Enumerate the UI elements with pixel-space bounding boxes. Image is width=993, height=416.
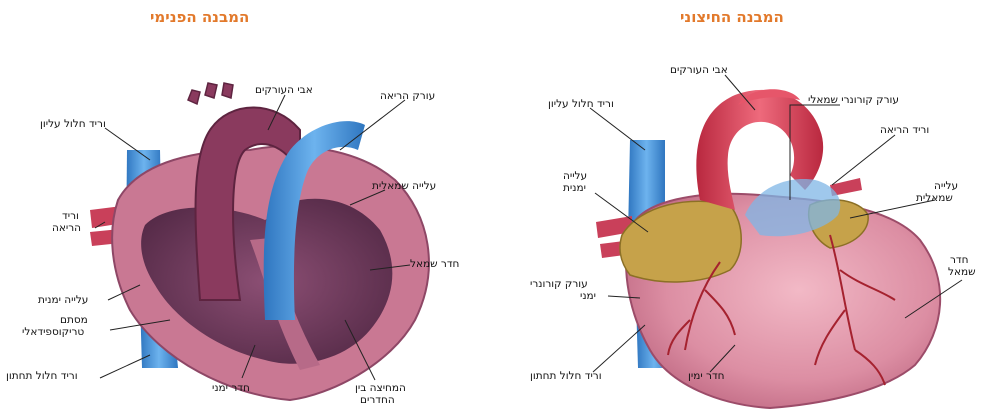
inner-label-septum-2: החדרים [360, 394, 395, 406]
inner-label-left-atrium: עלייה שמאלית [372, 180, 436, 192]
outer-label-left-coronary: עורק קורונרי שמאלי [808, 94, 899, 106]
inner-label-tricuspid-2: טריקוספידאלי [22, 326, 84, 338]
outer-label-right-coronary-2: ימני [580, 290, 596, 302]
inner-label-left-ventricle: חדר שמאל [410, 258, 459, 270]
outer-label-right-ventricle: חדר ימין [688, 370, 725, 382]
inner-label-pulmonary-vein-2: הריאה [52, 222, 81, 234]
outer-label-right-atrium-2: ימנית [563, 182, 586, 194]
inner-label-septum-1: המחיצה בין [355, 382, 406, 394]
outer-label-ivc: וריד חלול תחתון [530, 370, 602, 382]
outer-label-left-ventricle-1: חדר [950, 254, 969, 266]
outer-label-left-atrium-2: שמאלית [916, 192, 953, 204]
inner-label-ivc: וריד חלול תחתון [6, 370, 78, 382]
inner-label-right-atrium: עלייה ימנית [38, 294, 88, 306]
inner-label-right-ventricle: חדר ימני [212, 382, 250, 394]
outer-label-right-coronary-1: עורק קורונרי [530, 278, 588, 290]
outer-label-svc: וריד חלול עליון [548, 98, 614, 110]
outer-label-left-ventricle-2: שמאל [948, 266, 976, 278]
inner-label-pulmonary-artery: עורק הריאה [380, 90, 435, 102]
outer-label-right-atrium-1: עלייה [563, 170, 587, 182]
inner-label-aorta: אבי העורקים [255, 84, 313, 96]
outer-label-aorta: אבי העורקים [670, 64, 728, 76]
inner-label-tricuspid-1: מסתם [60, 314, 88, 326]
outer-label-left-atrium-1: עלייה [934, 180, 958, 192]
outer-heart-illustration [596, 89, 940, 408]
inner-heart-illustration [90, 83, 429, 400]
inner-label-pulmonary-vein-1: וריד [62, 210, 79, 222]
outer-label-pulmonary-vein: וריד הריאה [880, 124, 929, 136]
inner-label-svc: וריד חלול עליון [40, 118, 106, 130]
